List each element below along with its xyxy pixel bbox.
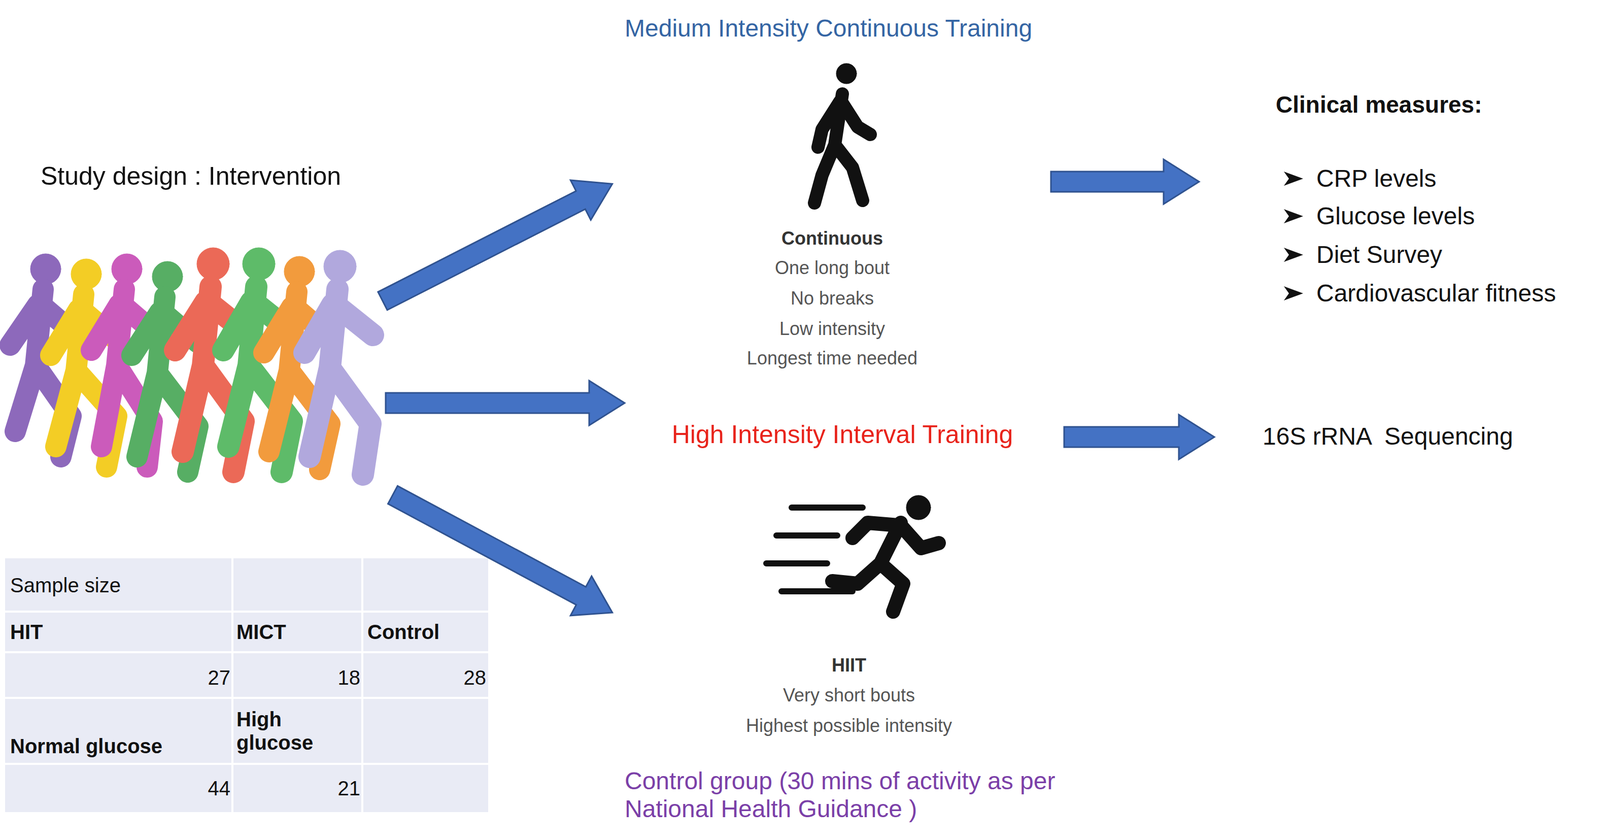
table-grid <box>5 558 489 812</box>
icon-caption: No breaks <box>790 287 874 309</box>
list-bullets <box>1283 171 1304 301</box>
group-title: Control group (30 mins of activity as pe… <box>624 766 1112 823</box>
list-item: Diet Survey <box>1316 240 1443 269</box>
table-cell: 28 <box>463 665 487 690</box>
block-arrow <box>1064 414 1215 460</box>
icon-caption: HIIT <box>831 654 867 676</box>
design-label: Study design : Intervention <box>40 161 342 192</box>
runners-illustration <box>10 247 373 475</box>
walking-icon <box>814 63 871 203</box>
block-arrow <box>372 163 623 321</box>
table-cell: 44 <box>208 776 231 800</box>
list-item: Cardiovascular fitness <box>1316 279 1556 308</box>
group-title: High Intensity Interval Training <box>671 420 1014 450</box>
table-cell: HIT <box>10 620 43 644</box>
output-label: 16S rRNA Sequencing <box>1262 422 1514 451</box>
icon-caption: Longest time needed <box>746 347 918 369</box>
icon-caption: Low intensity <box>779 318 885 339</box>
running-icon <box>766 495 939 612</box>
icon-caption: Highest possible intensity <box>745 715 952 736</box>
list-item: CRP levels <box>1316 164 1437 193</box>
block-arrow <box>382 474 623 633</box>
group-title: Medium Intensity Continuous Training <box>624 14 1033 43</box>
list-item: Glucose levels <box>1316 201 1475 230</box>
block-arrow <box>385 380 625 426</box>
block-arrows <box>372 159 1215 633</box>
table-cell: Normal glucose <box>10 734 163 758</box>
table-cell: 21 <box>337 776 361 800</box>
icon-caption: Very short bouts <box>783 684 915 706</box>
table-cell: Control <box>367 620 440 644</box>
table-cell: 27 <box>208 665 231 690</box>
table-cell: High glucose <box>236 707 359 755</box>
table-cell: MICT <box>236 620 287 644</box>
table-cell: 18 <box>337 665 361 690</box>
block-arrow <box>1050 159 1200 204</box>
table-cell: Sample size <box>10 573 121 597</box>
list-heading: Clinical measures: <box>1275 91 1483 119</box>
icon-caption: One long bout <box>774 257 890 279</box>
icon-caption: Continuous <box>781 227 883 249</box>
